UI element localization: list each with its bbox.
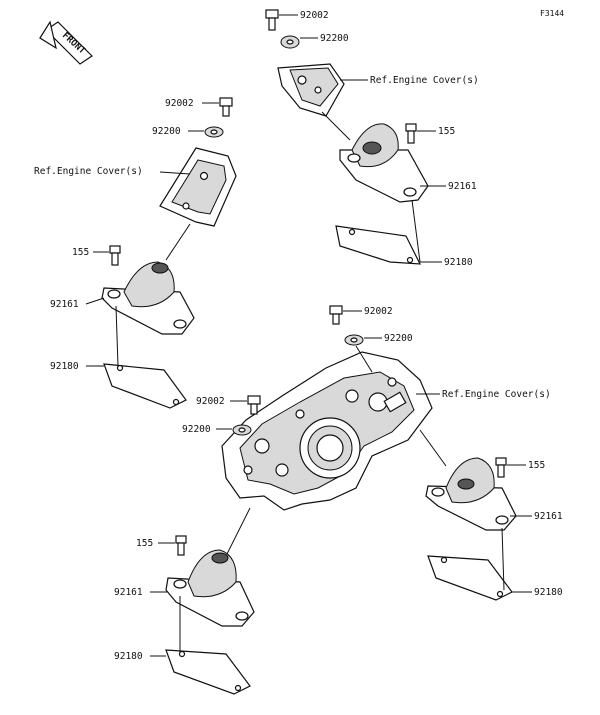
plate-92180-top — [335, 225, 422, 265]
bolt-155-bottom — [175, 535, 187, 556]
bolt-92002-top — [265, 9, 279, 31]
label-bolt-mid-left: 92002 — [196, 396, 225, 407]
bracket-top — [277, 63, 345, 117]
assembly-bottom: 155 92161 92180 — [114, 507, 255, 695]
mount-92161-right — [425, 457, 517, 531]
label-bolt-center: 92002 — [364, 306, 393, 317]
label-washer-top: 92200 — [320, 33, 349, 44]
bolt-155-right — [495, 457, 507, 478]
label-ref-cover-left: Ref.Engine Cover(s) — [34, 166, 143, 177]
figure-id: F3144 — [540, 9, 564, 18]
assembly-top: 92002 92200 Ref.Engine Cover(s) — [265, 9, 479, 268]
label-mount-bottom: 92161 — [114, 587, 143, 598]
front-arrow: FRONT — [39, 20, 93, 65]
label-bolt-155-left: 155 — [72, 247, 89, 258]
label-ref-cover-top: Ref.Engine Cover(s) — [370, 75, 479, 86]
mount-92161-left — [101, 261, 195, 335]
bolt-155-left — [109, 245, 121, 266]
label-bolt-left: 92002 — [165, 98, 194, 109]
label-plate-top: 92180 — [444, 257, 473, 268]
bracket-left — [159, 147, 237, 227]
label-plate-right: 92180 — [534, 587, 563, 598]
bolt-155-top — [405, 123, 417, 144]
engine-block — [221, 351, 433, 511]
plate-92180-bottom — [165, 649, 251, 695]
label-bolt-155-bottom: 155 — [136, 538, 153, 549]
label-mount-right: 92161 — [534, 511, 563, 522]
plate-92180-left — [103, 363, 187, 409]
plate-92180-right — [427, 555, 513, 601]
label-plate-bottom: 92180 — [114, 651, 143, 662]
assembly-right: 155 92161 92180 — [419, 429, 563, 601]
bolt-92002-center — [329, 305, 343, 325]
label-mount-top: 92161 — [448, 181, 477, 192]
assembly-left: 92002 92200 Ref.Engine Cover(s) 155 — [34, 97, 237, 409]
label-ref-cover-center: Ref.Engine Cover(s) — [442, 389, 551, 400]
label-mount-left: 92161 — [50, 299, 79, 310]
label-washer-mid-left: 92200 — [182, 424, 211, 435]
label-plate-left: 92180 — [50, 361, 79, 372]
mount-92161-bottom — [165, 549, 255, 627]
mount-92161-top — [339, 123, 429, 203]
bolt-92002-mid-left — [247, 395, 261, 415]
bolt-92002-left — [219, 97, 233, 117]
label-bolt-155-top: 155 — [438, 126, 455, 137]
label-bolt-155-right: 155 — [528, 460, 545, 471]
label-washer-center: 92200 — [384, 333, 413, 344]
label-washer-left: 92200 — [152, 126, 181, 137]
label-bolt-top: 92002 — [300, 10, 329, 21]
